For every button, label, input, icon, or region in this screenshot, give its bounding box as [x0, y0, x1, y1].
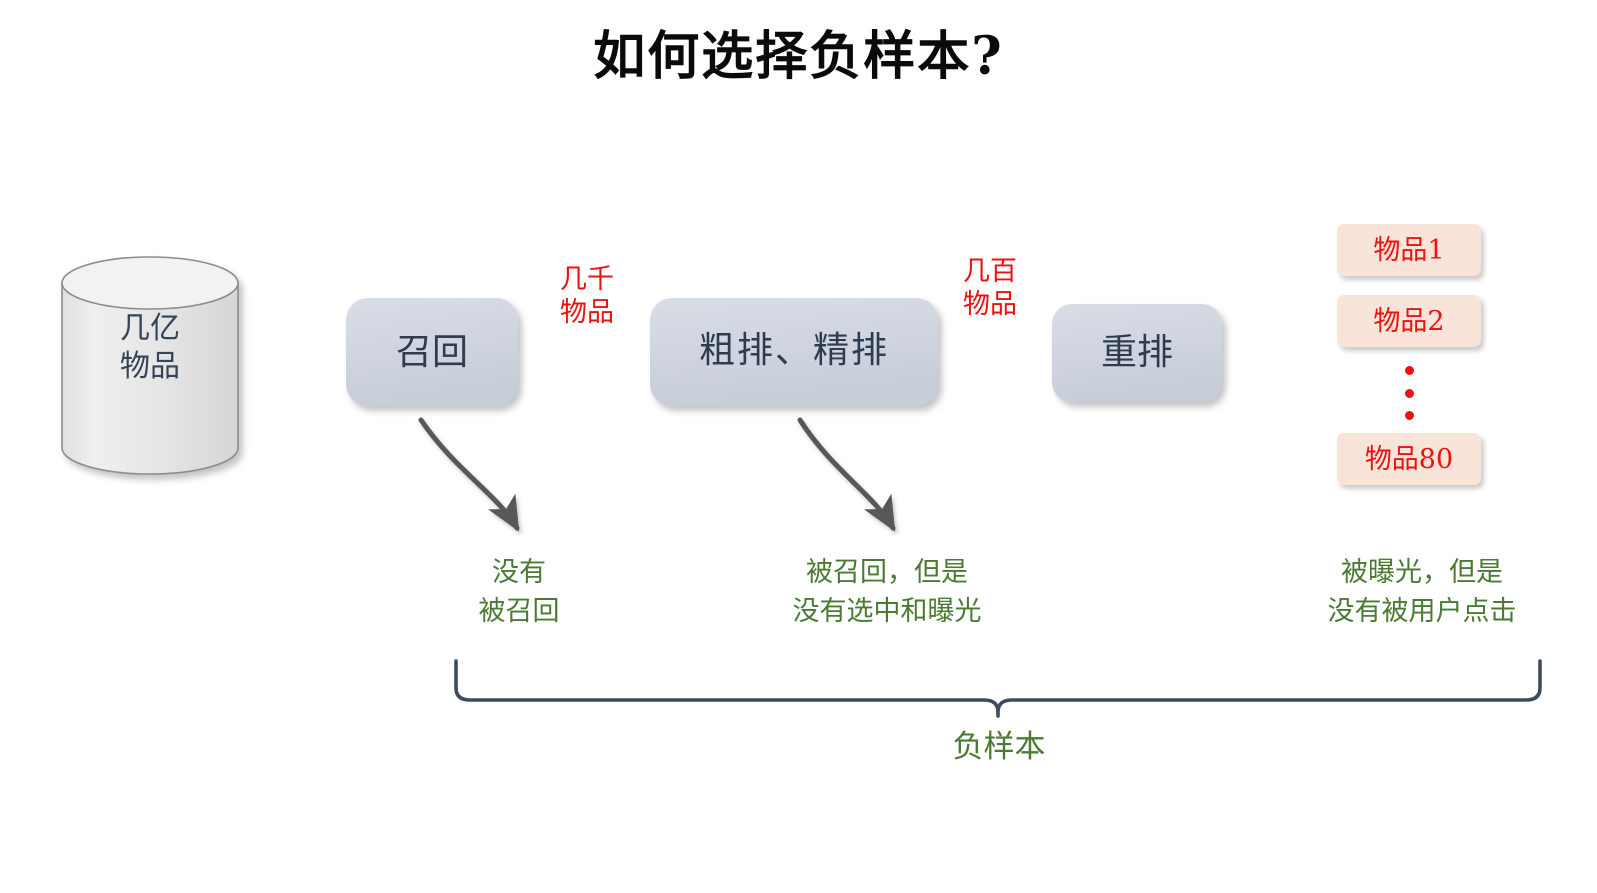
note-recalled-not-exposed-line1: 被召回，但是 [806, 557, 968, 588]
note-exposed-not-clicked: 被曝光，但是 没有被用户点击 [1272, 553, 1572, 631]
cylinder-top [61, 256, 239, 310]
result-item-box-2[interactable]: 物品2 [1337, 295, 1481, 347]
stage-box-rerank[interactable] [1052, 304, 1222, 402]
result-items-ellipsis-icon [1337, 362, 1481, 424]
note-recalled-not-exposed-line2: 没有选中和曝光 [792, 596, 982, 628]
flow-count-thousands: 几千 物品 [533, 264, 641, 330]
item-store-label-line1: 几亿 [120, 311, 180, 346]
stage-label-recall: 召回 [395, 332, 468, 373]
flow-count-hundreds-line2: 物品 [963, 288, 1017, 320]
negative-sample-label: 负样本 [952, 729, 1046, 765]
result-item-label-2: 物品2 [1373, 305, 1445, 337]
note-recalled-not-exposed: 被召回，但是 没有选中和曝光 [742, 553, 1032, 631]
note-not-recalled-line1: 没有 [492, 557, 546, 588]
note-exposed-not-clicked-line2: 没有被用户点击 [1327, 596, 1517, 628]
ellipsis-dot [1404, 411, 1414, 420]
curved-arrow-recall-to-note [418, 417, 520, 532]
stage-box-recall[interactable] [346, 298, 518, 406]
result-item-label-1: 物品1 [1373, 234, 1445, 266]
item-store-cylinder [61, 256, 239, 475]
item-store-label-line2: 物品 [120, 348, 180, 384]
flow-count-thousands-line2: 物品 [560, 296, 614, 328]
stage-box-recall-rect [346, 298, 518, 406]
stage-label-ranking: 粗排、精排 [698, 330, 889, 371]
item-store-label: 几亿 物品 [62, 310, 238, 385]
flow-count-thousands-line1: 几千 [560, 264, 614, 295]
curved-arrow-ranking-to-note [797, 417, 896, 532]
stage-box-rerank-rect [1052, 304, 1222, 402]
ellipsis-dot [1404, 366, 1414, 375]
flow-count-hundreds-line1: 几百 [963, 256, 1017, 287]
stage-box-ranking[interactable] [650, 298, 938, 406]
result-item-box-80[interactable]: 物品80 [1337, 433, 1481, 485]
negative-sample-brace [454, 659, 1542, 718]
flow-count-hundreds: 几百 物品 [936, 256, 1044, 322]
note-exposed-not-clicked-line1: 被曝光，但是 [1341, 557, 1503, 588]
result-item-box-1[interactable]: 物品1 [1337, 224, 1481, 276]
stage-box-ranking-rect [650, 298, 938, 406]
note-not-recalled: 没有 被召回 [414, 553, 624, 631]
cylinder-body [61, 282, 239, 475]
page-title: 如何选择负样本? [593, 26, 1004, 87]
stage-label-rerank: 重排 [1100, 332, 1173, 373]
note-not-recalled-line2: 被召回 [478, 596, 560, 628]
result-item-label-80: 物品80 [1364, 443, 1454, 475]
ellipsis-dot [1404, 388, 1414, 398]
